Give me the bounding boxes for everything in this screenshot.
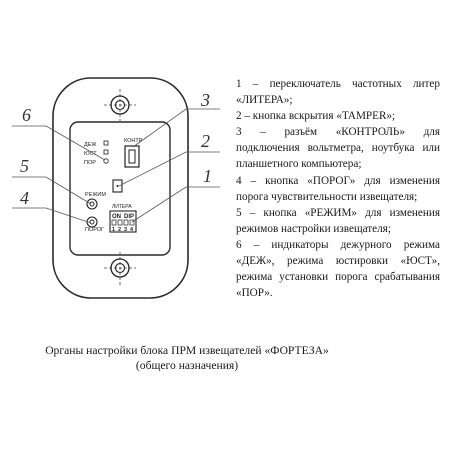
legend-list: 1 – переключатель частотных литер «ЛИТЕР… — [236, 76, 440, 301]
dip-slot-2[interactable] — [117, 219, 123, 226]
indicator-label-por: ПОР — [84, 160, 96, 166]
mode-button-ring-icon — [86, 198, 98, 210]
tamper-button[interactable] — [112, 179, 123, 193]
dip-switch-body — [109, 210, 137, 233]
legend-item-3: 3 – разъём «КОНТРОЛЬ» для подключения во… — [236, 126, 440, 171]
leader-line-6 — [12, 125, 106, 161]
caption-line-1: Органы настройки блока ПРМ извещателей «… — [45, 344, 329, 357]
leader-line-5 — [12, 176, 92, 205]
led-por-icon — [103, 158, 109, 164]
dip-on-label: ON — [112, 214, 121, 220]
callout-number-2: 2 — [201, 131, 210, 151]
panel-outer-outline — [52, 77, 189, 299]
indicator-label-yust: ЮСТ — [84, 151, 97, 157]
mode-button[interactable] — [86, 198, 98, 210]
callout-number-3: 3 — [200, 90, 210, 110]
legend-item-1: 1 – переключатель частотных литер «ЛИТЕР… — [236, 78, 440, 107]
leader-line-4 — [12, 207, 92, 224]
dip-dip-label: DIP — [124, 214, 134, 220]
litera-label: ЛИТЕРА — [112, 204, 132, 210]
legend-item-4: 4 – кнопка «ПОРОГ» для изменения порога … — [236, 174, 440, 203]
mode-button-core-icon — [89, 201, 95, 207]
leader-lines — [12, 108, 220, 224]
connector-outer-icon — [124, 145, 140, 168]
connector-inner-icon — [128, 149, 136, 164]
threshold-button-core-icon — [89, 219, 95, 225]
dip-number-3: 3 — [124, 227, 127, 233]
bottom-mounting-screw-icon — [104, 252, 136, 285]
rezhim-label: РЕЖИМ — [85, 192, 106, 198]
callout-number-6: 6 — [22, 105, 31, 125]
legend-item-6: 6 – индикаторы дежурного режима «ДЕЖ», р… — [236, 238, 440, 300]
callout-number-4: 4 — [20, 188, 29, 208]
legend-item-2: 2 – кнопка вскрытия «TAMPER»; — [236, 110, 396, 123]
led-yust-icon — [103, 149, 109, 155]
dip-slot-3[interactable] — [123, 219, 129, 226]
caption-line-2: (общего назначения) — [135, 359, 239, 372]
leader-line-2 — [118, 151, 220, 187]
dip-number-1: 1 — [112, 227, 115, 233]
leader-line-1 — [131, 186, 220, 223]
callout-number-1: 1 — [203, 166, 212, 186]
callout-number-5: 5 — [20, 156, 29, 176]
figure-caption: Органы настройки блока ПРМ извещателей «… — [20, 343, 354, 373]
leader-line-3 — [132, 108, 220, 148]
tamper-button-dot-icon — [116, 185, 119, 187]
top-mounting-screw-icon — [104, 89, 136, 121]
kontr-label: КОНТР — [124, 138, 143, 144]
control-connector[interactable]: КОНТР — [124, 138, 143, 168]
indicator-leds: ДЕЖ ЮСТ ПОР — [84, 140, 109, 166]
dip-slot-4[interactable] — [129, 219, 135, 226]
dip-switch[interactable]: ON DIP 1 2 3 4 — [109, 210, 137, 233]
dip-number-4: 4 — [130, 227, 134, 233]
dip-slot-1[interactable] — [111, 219, 117, 226]
legend-item-5: 5 – кнопка «РЕЖИМ» для изменения режимов… — [236, 206, 440, 235]
porog-label: ПОРОГ — [85, 227, 104, 233]
led-dezh-icon — [103, 140, 109, 146]
dip-number-2: 2 — [118, 227, 121, 233]
indicator-label-dezh: ДЕЖ — [84, 142, 96, 148]
